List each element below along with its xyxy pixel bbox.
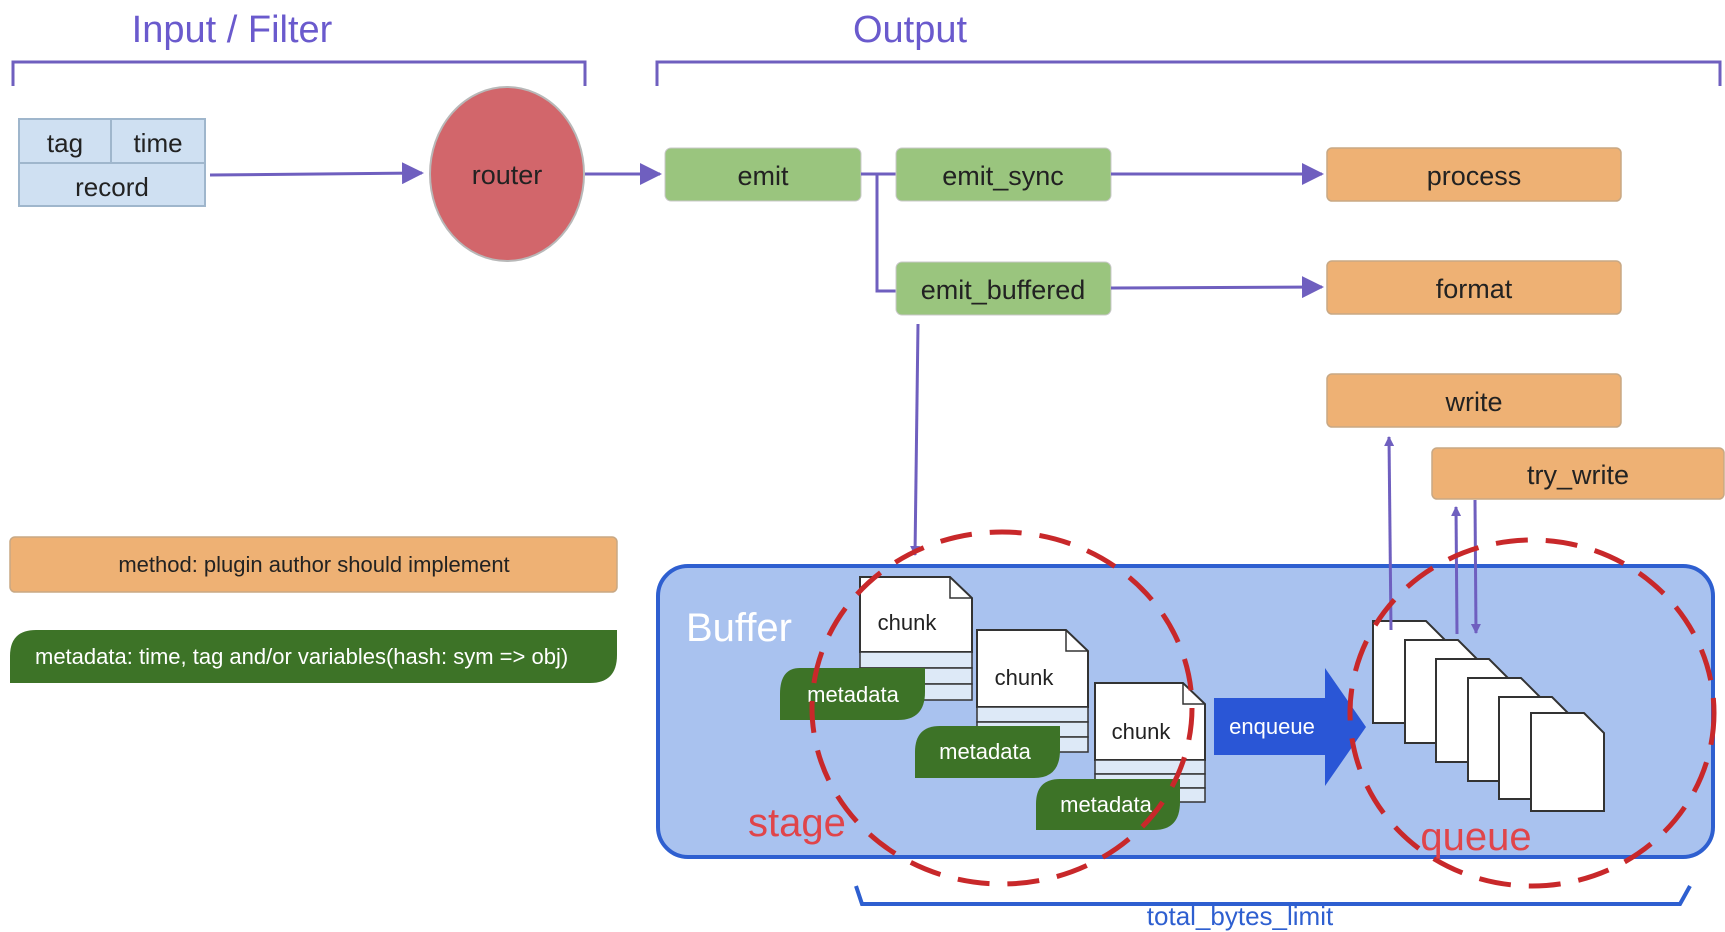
- event-record-cell: record: [75, 172, 149, 202]
- enqueue-arrow: enqueue: [1214, 668, 1366, 786]
- router-node: router: [429, 86, 585, 262]
- queue-boundary: [1347, 537, 1717, 889]
- metadata-1: metadata: [780, 668, 925, 720]
- arrow-event-to-router: [209, 162, 424, 185]
- write-method: write: [1326, 373, 1622, 428]
- arrow-queue-to-write: [1384, 436, 1395, 631]
- arrow-emit-buffered-to-format: [1110, 276, 1324, 299]
- event-tag-cell: tag: [47, 128, 83, 158]
- output-bracket: [655, 60, 1722, 86]
- router-label: router: [472, 160, 543, 190]
- emit-sync-method: emit_sync: [895, 147, 1112, 202]
- arrow-emit-buffered-to-buffer: [910, 323, 921, 556]
- buffer-title: Buffer: [686, 606, 792, 650]
- try-write-method: try_write: [1431, 447, 1725, 500]
- write-label: write: [1444, 387, 1502, 417]
- queue-chunk-6: [1530, 712, 1605, 812]
- metadata-3: metadata: [1036, 779, 1180, 830]
- section-title-output: Output: [853, 9, 968, 51]
- total-bytes-limit-label: total_bytes_limit: [1147, 901, 1334, 931]
- legend-metadata-label: metadata: time, tag and/or variables(has…: [35, 644, 568, 669]
- process-method: process: [1326, 147, 1622, 202]
- chunk-3-label: chunk: [1112, 719, 1172, 744]
- connector-emit-to-emit-buffered: [875, 174, 896, 293]
- chunk-1-label: chunk: [878, 610, 938, 635]
- queue-label: queue: [1420, 815, 1531, 859]
- total-bytes-limit-bracket: [854, 885, 1692, 906]
- legend-method: method: plugin author should implement: [9, 536, 618, 593]
- metadata-1-label: metadata: [807, 682, 899, 707]
- queue-chunks: [1372, 620, 1605, 812]
- stage-label: stage: [748, 801, 846, 845]
- process-label: process: [1427, 161, 1522, 191]
- chunk-2-label: chunk: [995, 665, 1055, 690]
- emit-buffered-label: emit_buffered: [921, 275, 1086, 305]
- event-record: tag time record: [18, 118, 206, 207]
- emit-label: emit: [737, 161, 789, 191]
- event-time-cell: time: [133, 128, 182, 158]
- emit-sync-label: emit_sync: [942, 161, 1064, 191]
- emit-buffered-method: emit_buffered: [895, 261, 1112, 316]
- arrow-queue-to-try-write: [1451, 506, 1462, 635]
- format-method: format: [1326, 260, 1622, 315]
- enqueue-label: enqueue: [1229, 714, 1315, 739]
- try-write-label: try_write: [1527, 460, 1629, 490]
- emit-method: emit: [664, 147, 862, 202]
- stage-boundary: [809, 529, 1195, 887]
- metadata-3-label: metadata: [1060, 792, 1152, 817]
- legend-metadata: metadata: time, tag and/or variables(has…: [10, 630, 617, 683]
- arrow-try-write-to-queue: [1470, 499, 1481, 634]
- input-filter-bracket: [11, 60, 587, 86]
- format-label: format: [1436, 274, 1513, 304]
- metadata-2-label: metadata: [939, 739, 1031, 764]
- metadata-2: metadata: [915, 726, 1060, 778]
- legend-method-label: method: plugin author should implement: [118, 552, 509, 577]
- section-title-input-filter: Input / Filter: [132, 9, 333, 51]
